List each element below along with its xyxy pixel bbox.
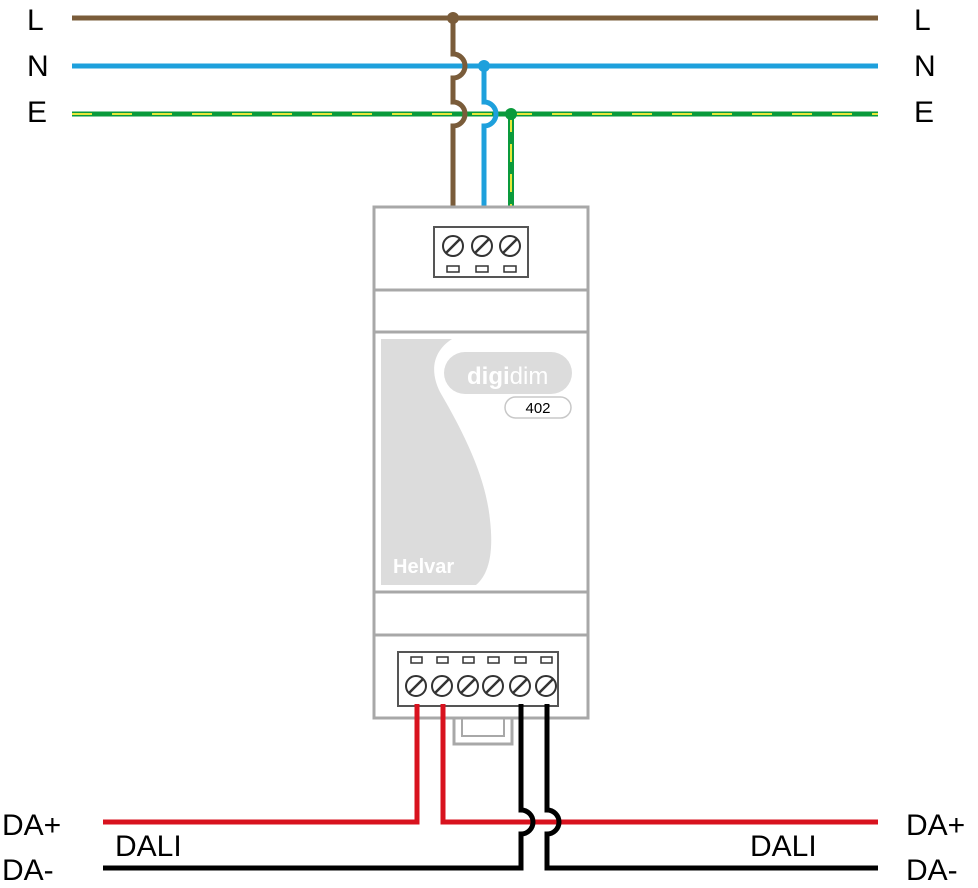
live-junction-dot [447, 12, 459, 24]
label-earth-right: E [914, 96, 934, 129]
logo-text-dim: dim [510, 363, 549, 390]
label-dali-minus-right: DA- [906, 854, 958, 887]
earth-junction-dot [505, 108, 517, 120]
label-earth-left: E [27, 96, 47, 129]
mains-terminal-block [433, 226, 529, 278]
label-live-right: L [914, 4, 931, 37]
terminal-screw-icon [471, 235, 493, 257]
terminal-screw-icon [457, 675, 479, 697]
label-dali-bus-right: DALI [750, 830, 817, 863]
terminal-screw-icon [535, 675, 557, 697]
terminal-screw-icon [482, 675, 504, 697]
dali-minus-wire-left [103, 704, 536, 871]
label-dali-bus-left: DALI [115, 830, 182, 863]
terminal-screw-icon [431, 675, 453, 697]
label-dali-minus-left: DA- [2, 854, 54, 887]
front-face-panel [381, 339, 492, 585]
terminal-screw-icon [499, 235, 521, 257]
model-number: 402 [525, 400, 550, 417]
din-rail-clip [452, 718, 514, 746]
label-neutral-left: N [27, 50, 49, 83]
neutral-junction-dot [478, 60, 490, 72]
terminal-screw-icon [509, 675, 531, 697]
logo-text-digi: digi [467, 363, 510, 390]
label-dali-plus-right: DA+ [906, 809, 965, 842]
digidim-logo-badge [444, 352, 572, 394]
dali-terminal-block [397, 651, 559, 707]
dali-minus-wire-right [544, 704, 878, 871]
label-neutral-right: N [914, 50, 936, 83]
terminal-screw-icon [405, 675, 427, 697]
neutral-drop-wire [481, 66, 499, 232]
brand-name: Helvar [393, 556, 454, 578]
label-live-left: L [27, 4, 44, 37]
svg-text:digidim: digidim [467, 363, 548, 390]
model-badge [504, 396, 572, 419]
live-drop-wire [450, 18, 468, 232]
dali-plus-wire-left [103, 704, 420, 825]
terminal-screw-icon [442, 235, 464, 257]
dali-plus-wire-right [440, 704, 878, 825]
label-dali-plus-left: DA+ [2, 809, 61, 842]
